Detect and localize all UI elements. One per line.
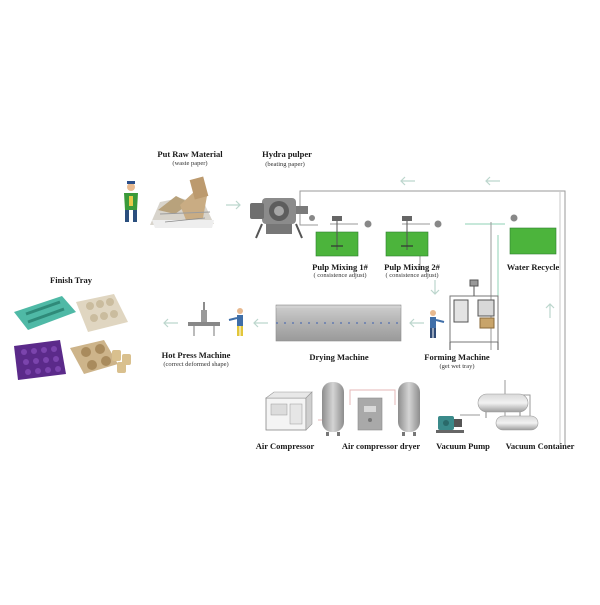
label-put-raw-material-sub: (waste paper) [172, 160, 208, 167]
label-pulp-mixing-2: Pulp Mixing 2# [384, 262, 440, 272]
label-air-compressor-dryer: Air compressor dryer [341, 441, 421, 451]
label-vacuum-container: Vacuum Container [505, 441, 575, 451]
arrow-raw-to-pulper [226, 200, 241, 210]
label-drying-machine: Drying Machine [309, 352, 369, 362]
label-pulp-mixing-1-sub: ( consistence adjust) [313, 272, 367, 279]
air-tank-2-icon [398, 382, 420, 436]
worker-forming-icon [430, 310, 445, 338]
finish-tray-egg-box-icon [76, 294, 128, 332]
finish-tray-teal-icon [14, 296, 76, 330]
arrow-water-return-2 [485, 176, 500, 186]
vacuum-pump-icon [436, 416, 464, 433]
arrow-forming-to-drying [409, 318, 424, 328]
arrow-hotpress-to-finish [163, 318, 178, 328]
label-vacuum-pump: Vacuum Pump [436, 441, 490, 451]
air-tank-1-icon [322, 382, 344, 436]
arrow-water-return [400, 176, 415, 186]
label-hydra-pulper-sub: (beating paper) [265, 161, 305, 168]
pump-icon [309, 214, 518, 228]
water-recycle-tank [509, 227, 557, 255]
arrow-water-up [545, 303, 555, 318]
label-hydra-pulper: Hydra pulper [262, 149, 312, 159]
hot-press-machine-icon [188, 302, 220, 336]
label-hot-press-machine-sub: (correct deformed shape) [163, 361, 229, 368]
worker-icon [124, 181, 138, 222]
label-hot-press-machine: Hot Press Machine [161, 350, 231, 360]
waste-paper-pile-icon [150, 176, 214, 228]
label-air-compressor: Air Compressor [255, 441, 315, 451]
hydra-pulper-icon [250, 198, 308, 239]
air-compressor-dryer-icon [357, 397, 383, 431]
worker-hot-press-icon [228, 308, 243, 336]
label-put-raw-material: Put Raw Material [157, 149, 223, 159]
label-finish-tray: Finish Tray [50, 275, 92, 285]
label-pulp-mixing-2-sub: ( consistence adjust) [385, 272, 439, 279]
label-forming-machine-sub: (get wet tray) [439, 363, 475, 370]
arrow-pulp-to-forming [430, 280, 440, 295]
drying-machine-icon [275, 304, 402, 342]
finish-tray-cup-holder-icon [70, 340, 131, 374]
label-pulp-mixing-1: Pulp Mixing 1# [312, 262, 368, 272]
label-forming-machine: Forming Machine [424, 352, 490, 362]
air-compressor-icon [265, 391, 313, 431]
label-water-recycle: Water Recycle [506, 262, 560, 272]
finish-tray-purple-icon [14, 340, 66, 380]
forming-machine-icon [449, 279, 499, 350]
pulp-mixing-tank-2 [385, 216, 429, 257]
flow-arrows [163, 176, 555, 328]
pulp-mixing-tank-1 [315, 216, 359, 257]
arrow-drying-to-hotpress [253, 318, 268, 328]
vacuum-container-icon [477, 393, 539, 431]
